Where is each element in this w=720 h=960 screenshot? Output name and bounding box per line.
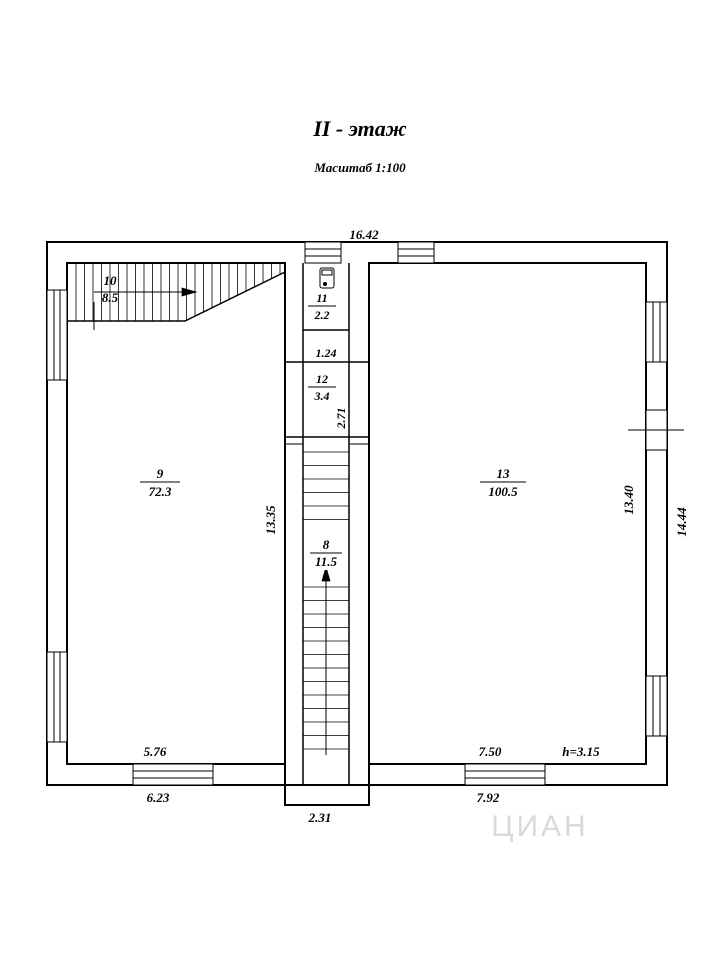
svg-text:2.2: 2.2 <box>314 308 330 322</box>
dim-right-total: 14.44 <box>674 507 689 537</box>
room-label-8: 8 11.5 <box>306 534 346 570</box>
window-left-2 <box>46 651 68 743</box>
svg-text:100.5: 100.5 <box>488 484 518 499</box>
toilet-icon <box>319 267 335 289</box>
svg-text:72.3: 72.3 <box>149 484 172 499</box>
windows <box>46 241 668 786</box>
dim-top-total: 16.42 <box>349 227 379 242</box>
dim-room12-height: 2.71 <box>334 408 348 430</box>
scale-label: Масштаб 1:100 <box>314 160 406 175</box>
dim-room11-width: 1.24 <box>316 346 337 360</box>
svg-text:12: 12 <box>316 372 328 386</box>
svg-text:9: 9 <box>157 466 164 481</box>
room-label-11: 11 2.2 <box>308 291 336 322</box>
window-bottom-2 <box>464 763 546 786</box>
room-label-9: 9 72.3 <box>140 466 180 499</box>
watermark: ЦИАН <box>491 810 588 843</box>
stair-room-10 <box>67 263 286 330</box>
room-label-12: 12 3.4 <box>308 372 336 403</box>
room-label-13: 13 100.5 <box>480 466 526 499</box>
window-bottom-1 <box>132 763 214 786</box>
window-top-1 <box>304 241 342 264</box>
svg-text:10: 10 <box>104 273 118 288</box>
dim-room13-height: 13.40 <box>621 485 636 515</box>
dim-room9-inner-width: 5.76 <box>144 744 167 759</box>
dim-corridor-width: 2.31 <box>308 810 332 825</box>
svg-text:11.5: 11.5 <box>315 554 338 569</box>
stair-room-8 <box>303 451 349 755</box>
svg-text:11: 11 <box>316 291 327 305</box>
svg-text:8.5: 8.5 <box>102 290 119 305</box>
dim-right-outer-width: 7.92 <box>477 790 500 805</box>
floor-title: II - этаж <box>313 116 407 141</box>
dimension-labels: 16.42 14.44 13.40 13.35 2.71 1.24 5.76 7… <box>144 227 689 825</box>
dim-room13-inner-width: 7.50 <box>479 744 502 759</box>
window-right-2 <box>645 675 668 737</box>
window-left-1 <box>46 289 68 381</box>
room-label-10: 10 8.5 <box>102 273 119 305</box>
ceiling-height: h=3.15 <box>562 744 600 759</box>
dim-room9-height: 13.35 <box>263 505 278 535</box>
svg-text:13: 13 <box>497 466 511 481</box>
dim-left-outer-width: 6.23 <box>147 790 170 805</box>
outer-walls <box>46 241 668 806</box>
svg-text:3.4: 3.4 <box>314 389 330 403</box>
window-top-2 <box>397 241 435 264</box>
window-right-1 <box>645 301 668 363</box>
svg-text:8: 8 <box>323 537 330 552</box>
door-right <box>628 409 684 451</box>
